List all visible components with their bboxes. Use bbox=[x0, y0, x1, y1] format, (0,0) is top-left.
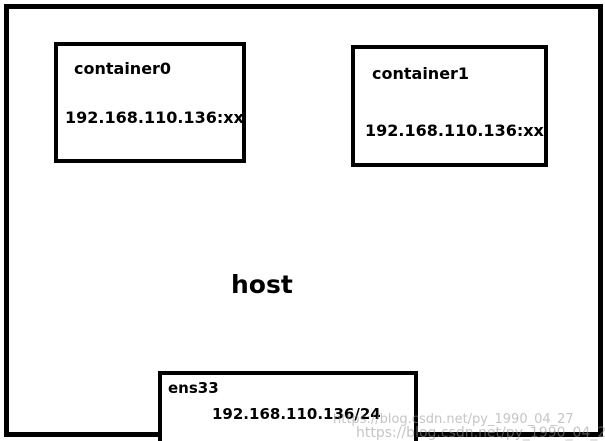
container0-name: container0 bbox=[74, 59, 172, 78]
container1-name: container1 bbox=[372, 64, 470, 83]
ens33-name: ens33 bbox=[168, 379, 219, 397]
watermark-text: https://blog.csdn.net/py_1990_04_27 bbox=[333, 412, 574, 427]
host-label: host bbox=[231, 270, 293, 299]
container0-box: container0 192.168.110.136:xx bbox=[54, 42, 246, 163]
container1-box: container1 192.168.110.136:xx bbox=[351, 45, 548, 167]
watermark-text-shadow: https://blog.csdn.net/py_1990_04_27 bbox=[356, 425, 605, 441]
ens33-box: ens33 192.168.110.136/24 bbox=[158, 371, 418, 441]
container1-address: 192.168.110.136:xx bbox=[365, 121, 544, 140]
ens33-address: 192.168.110.136/24 bbox=[212, 405, 381, 423]
container0-address: 192.168.110.136:xx bbox=[65, 108, 244, 127]
